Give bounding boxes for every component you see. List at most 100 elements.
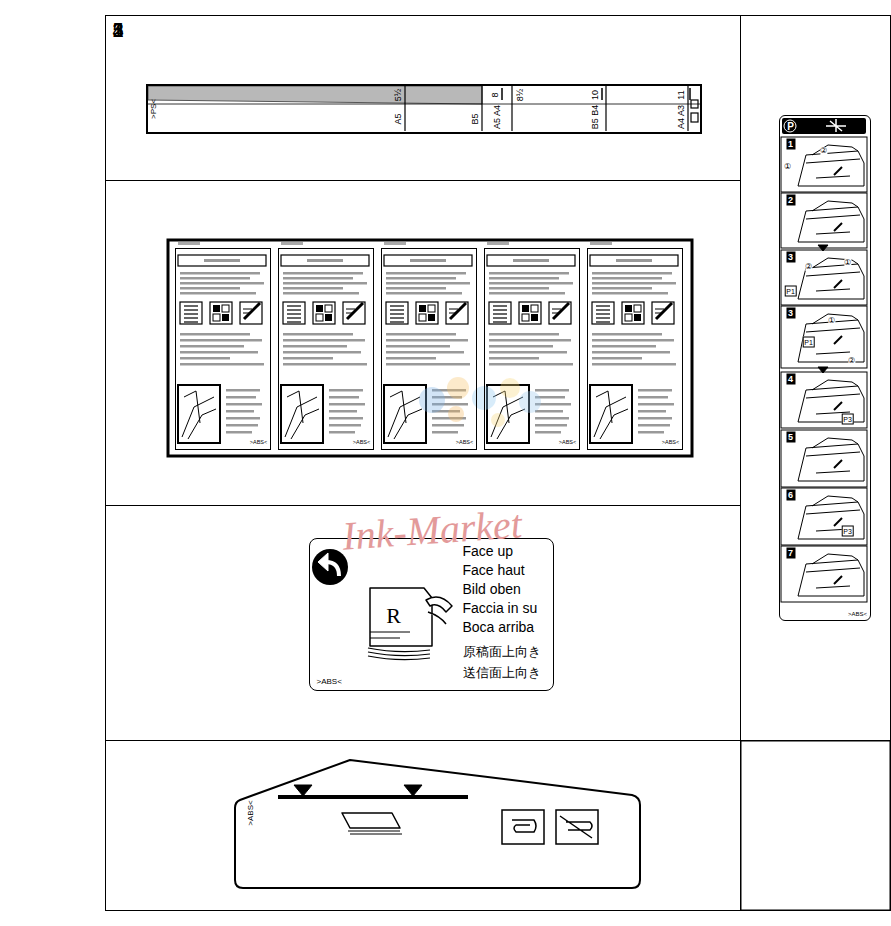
- icon-block: [222, 314, 229, 321]
- text-line: [489, 345, 553, 348]
- text-line: [226, 403, 262, 406]
- icon-line: [184, 309, 198, 310]
- pen: [553, 303, 569, 319]
- motion-arrow: [834, 460, 842, 468]
- machine-sketch: [594, 391, 628, 439]
- text-line: [180, 287, 240, 290]
- document: [370, 588, 432, 646]
- text-line: [386, 357, 436, 360]
- icon-line: [493, 317, 507, 318]
- label-text: P1: [784, 285, 797, 296]
- paper-size-mark: >PS<: [150, 99, 158, 119]
- icon-block: [325, 305, 332, 312]
- text-line: [180, 292, 256, 295]
- icon-line: [346, 309, 355, 313]
- text-line: [592, 333, 662, 336]
- text-line: [283, 351, 361, 354]
- step-box: [781, 546, 867, 602]
- label-text: >ABS<: [662, 440, 679, 446]
- icon-block: [316, 314, 323, 321]
- text-line: [638, 417, 672, 420]
- label-text: P: [787, 122, 794, 132]
- paper-size-mark: 8½: [516, 89, 525, 102]
- text-line: [592, 287, 652, 290]
- icon: [416, 302, 438, 324]
- icon: [592, 302, 614, 324]
- icon-block: [213, 305, 220, 312]
- icon-line: [596, 309, 610, 310]
- divider: [687, 85, 688, 131]
- text-line: [283, 363, 367, 366]
- orientation-icon: [691, 100, 698, 108]
- step-number: 5: [786, 431, 795, 442]
- text-line: [386, 277, 456, 280]
- icon-block: [325, 314, 332, 321]
- watermark-dot: [500, 378, 520, 398]
- icon-line: [390, 309, 404, 310]
- text-line: [489, 333, 559, 336]
- step-number: 7: [786, 547, 795, 558]
- hand: [426, 597, 452, 624]
- header-box: [178, 255, 266, 266]
- icon-line: [655, 309, 664, 313]
- icon-line: [287, 317, 301, 318]
- sheet-drawing: [281, 242, 369, 443]
- text-line: [283, 292, 359, 295]
- label-text: >ABS<: [559, 440, 576, 446]
- text-line: [226, 417, 260, 420]
- step-box: [781, 430, 867, 487]
- text-line: [592, 282, 676, 285]
- panel: >PS<5½A5B58A5 A48½10B5 B411A4 A31: [105, 15, 741, 181]
- instruction-text: Bild oben: [463, 582, 521, 596]
- icon: [652, 302, 674, 324]
- illustration-box: [281, 385, 323, 443]
- text-line: [489, 287, 549, 290]
- text-line: [283, 357, 333, 360]
- label-text: >ABS<: [848, 611, 867, 617]
- empty-cell: [741, 741, 891, 911]
- text-line: [226, 389, 260, 392]
- header-box: [384, 255, 472, 266]
- machine-body: [798, 502, 864, 539]
- text-line: [535, 424, 567, 427]
- step-number: 3: [786, 251, 795, 262]
- machine-sketch: [388, 391, 422, 439]
- jam-symbol: [826, 119, 846, 132]
- sheet-drawing: [384, 242, 472, 443]
- icon-block: [213, 314, 220, 321]
- watermark-dot: [419, 387, 445, 413]
- icon-line: [493, 309, 507, 310]
- scale-tick: [689, 88, 691, 100]
- shaded-band: [148, 86, 482, 104]
- icon-block: [522, 314, 529, 321]
- machine-detail: [806, 258, 860, 291]
- panel: P1①②23②①P13①P1②4P356P37>ABS<5: [740, 15, 891, 741]
- text-line: [226, 410, 254, 413]
- machine-sketch: [285, 391, 319, 439]
- scale-strip-label: >PS<5½A5B58A5 A48½10B5 B411A4 A3: [146, 84, 702, 134]
- text-line: [283, 282, 367, 285]
- no-staple-icon: [556, 810, 598, 844]
- machine-detail: [806, 145, 860, 178]
- step-number: 4: [786, 373, 795, 384]
- text-line: [386, 363, 470, 366]
- icon: [549, 302, 571, 324]
- icon-line: [390, 305, 404, 306]
- icon-block: [316, 305, 323, 312]
- icon-line: [184, 313, 198, 314]
- label-text: ②: [820, 147, 827, 155]
- text-line: [386, 345, 450, 348]
- text-line: [432, 424, 464, 427]
- text-line: [329, 389, 363, 392]
- label-text: ②: [848, 357, 855, 365]
- paper-size-mark: 10: [591, 90, 600, 100]
- instruction-sheet: >ABS<: [587, 248, 683, 450]
- text-line: [489, 339, 571, 342]
- label-text: >ABS<: [247, 800, 255, 825]
- guide-bar: [278, 795, 468, 799]
- text-line: [180, 272, 260, 275]
- step-box: [781, 250, 867, 305]
- paper-size-mark: A4 A3: [677, 105, 686, 129]
- icon: [180, 302, 202, 324]
- text-line: [489, 363, 573, 366]
